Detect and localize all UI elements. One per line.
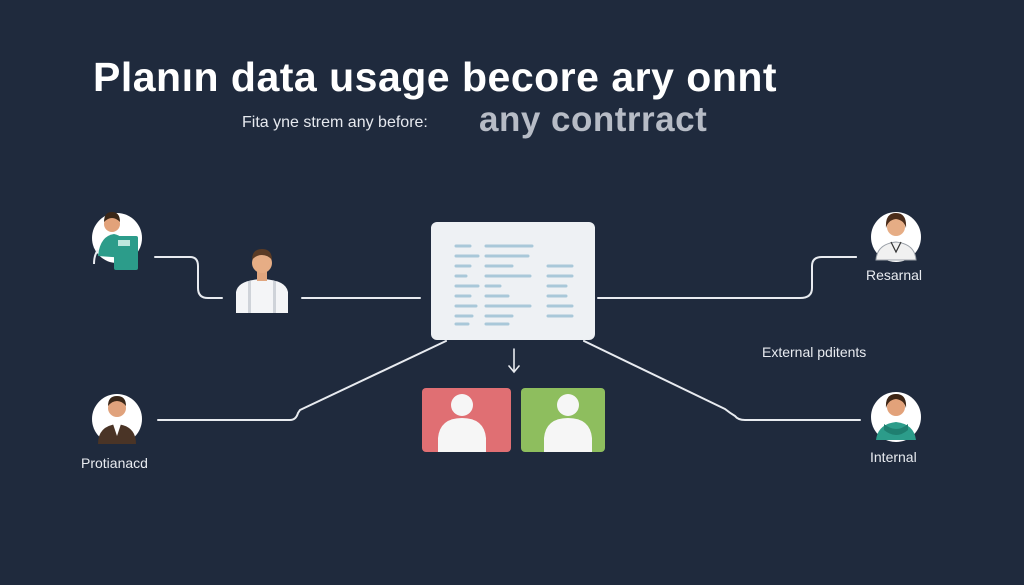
bottom-right-avatar	[871, 392, 921, 442]
label-top-right: Resarnal	[866, 267, 923, 283]
subtitle-prefix: Fita yne strem any before:	[242, 114, 428, 131]
red-user-box	[422, 388, 511, 452]
label-bottom-right: Internal	[870, 449, 917, 465]
subtitle-emphasis: any contrract	[479, 100, 708, 139]
connector-center-right	[597, 256, 857, 299]
top-right-avatar	[871, 212, 921, 262]
green-user-box	[521, 388, 605, 452]
user-silhouette-icon	[544, 394, 592, 452]
connector-bottom-left	[157, 340, 447, 421]
label-middle-right: External pditents	[762, 344, 867, 360]
user-silhouette-icon	[438, 394, 486, 452]
bottom-left-avatar	[92, 394, 142, 444]
top-left-avatar	[92, 212, 142, 270]
down-arrow-icon	[508, 348, 520, 374]
label-bottom-left: Protianacd	[81, 455, 148, 471]
document-card-icon	[431, 222, 595, 340]
connector-bottom-right	[583, 340, 861, 421]
center-person-icon	[236, 249, 288, 313]
connector-top-left	[154, 256, 223, 299]
page-title: Planın data usage becore ary onnt	[93, 54, 778, 100]
